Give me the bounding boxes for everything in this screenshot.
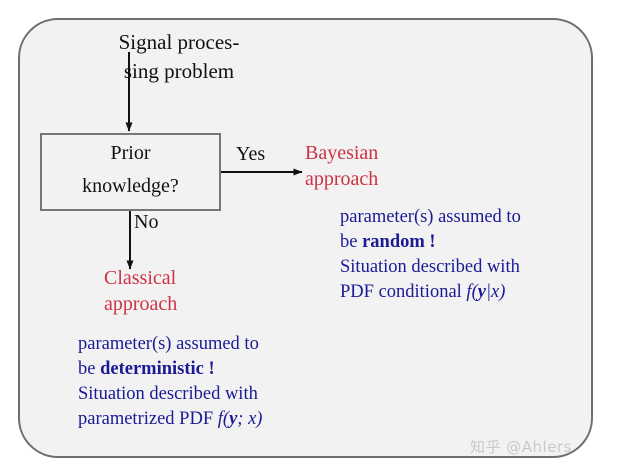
bayesian-detail-line-2-prefix: be xyxy=(340,232,363,252)
branch-detail-classical: parameter(s) assumed to be deterministic… xyxy=(78,332,348,432)
decision-box-line-2: knowledge? xyxy=(82,175,179,197)
classical-formula-close: ) xyxy=(256,409,263,429)
watermark: 知乎 @Ahlers xyxy=(470,438,572,456)
bayesian-formula-open: ( xyxy=(471,282,478,302)
outer-rounded-frame xyxy=(18,18,593,458)
branch-heading-classical: Classical approach xyxy=(104,267,178,315)
bayesian-formula-close: ) xyxy=(499,282,506,302)
classical-formula: f(y; x) xyxy=(218,409,263,429)
bayesian-formula: f(y|x) xyxy=(466,282,505,302)
classical-detail-line-4: parametrized PDF f(y; x) xyxy=(78,407,348,432)
classical-formula-open: ( xyxy=(222,409,230,429)
classical-detail-line-1: parameter(s) assumed to xyxy=(78,334,259,354)
branch-heading-bayesian: Bayesian approach xyxy=(305,142,379,190)
classical-formula-var1: y xyxy=(229,409,238,429)
classical-detail-line-2-emphasis: deterministic ! xyxy=(100,359,215,379)
bayesian-formula-var1: y xyxy=(477,282,486,302)
edge-label-no: No xyxy=(134,211,159,233)
bayesian-formula-var2: x xyxy=(491,282,500,302)
bayesian-detail-line-2-emphasis: random ! xyxy=(362,232,436,252)
classical-detail-line-3: Situation described with xyxy=(78,384,258,404)
classical-formula-sep: ; xyxy=(237,409,249,429)
bayesian-detail-line-4: PDF conditional f(y|x) xyxy=(340,280,590,305)
bayesian-formula-fn: f xyxy=(466,282,472,302)
bayesian-detail-line-4-prefix: PDF conditional xyxy=(340,282,467,302)
classical-formula-fn: f xyxy=(217,409,223,429)
decision-box-line-1: Prior xyxy=(110,142,151,164)
decision-box[interactable]: Prior knowledge? xyxy=(40,133,221,211)
classical-formula-var2: x xyxy=(248,409,257,429)
bayesian-formula-sep: | xyxy=(485,282,492,302)
edge-label-yes: Yes xyxy=(236,143,266,165)
classical-detail-line-2: be deterministic ! xyxy=(78,357,348,382)
page-title: Signal proces- sing problem xyxy=(118,30,240,83)
bayesian-detail-line-2: be random ! xyxy=(340,230,590,255)
bayesian-detail-line-1: parameter(s) assumed to xyxy=(340,207,521,227)
branch-detail-bayesian: parameter(s) assumed to be random ! Situ… xyxy=(340,205,590,305)
bayesian-detail-line-3: Situation described with xyxy=(340,257,520,277)
classical-detail-line-4-prefix: parametrized PDF xyxy=(78,409,218,429)
classical-detail-line-2-prefix: be xyxy=(78,359,101,379)
